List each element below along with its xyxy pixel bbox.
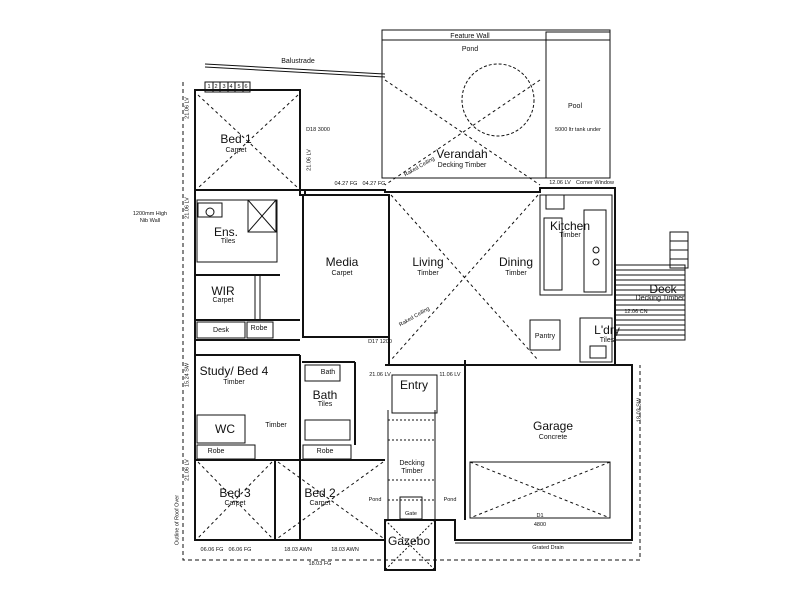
dim-w5: 06.06 FG [228, 547, 252, 553]
room-garage-finish: Concrete [538, 434, 568, 441]
balustrade-label: Balustrade [281, 58, 315, 65]
room-ens-name: Ens. [213, 225, 239, 239]
grated-drain-label: Grated Drain [532, 545, 564, 551]
room-bath-tub: Bath [320, 369, 336, 376]
room-bed3-name: Bed 3 [219, 486, 251, 500]
room-ldry-name: L'dry [594, 323, 620, 337]
room-media-finish: Carpet [331, 270, 353, 277]
garage-width-label: 4800 [533, 522, 547, 528]
room-bed1-name: Bed 1 [220, 132, 252, 146]
stair-4: 4 [229, 84, 233, 90]
room-robe-top: Robe [250, 325, 268, 332]
dim-w7: 18.03 FG [308, 561, 332, 567]
dim-w4: 18.03 AWN [331, 547, 359, 553]
dim-w16: 21.06 LV [184, 97, 191, 119]
dim-w22: 12.06 CN [624, 309, 648, 315]
room-deck-name: Deck [649, 282, 677, 296]
pond-top-label: Pond [461, 46, 479, 53]
room-entry: Entry [399, 378, 429, 392]
room-living-name: Living [412, 255, 444, 269]
room-verandah-finish: Decking Timber [437, 162, 487, 169]
dim-w2: 21.06 LV [369, 372, 391, 378]
room-wir-finish: Carpet [212, 297, 234, 304]
room-bath-name: Bath [312, 388, 338, 402]
room-dining-name: Dining [498, 255, 534, 269]
nib-wall-line-2: Nib Wall [139, 218, 161, 224]
dim-w1: 11.06 LV [439, 372, 461, 378]
dim-w19: 04.27 FG [362, 181, 386, 187]
room-robe-right: Robe [316, 448, 334, 455]
nib-wall-line-1: 1200mm High [132, 211, 168, 217]
room-bed2-name: Bed 2 [304, 486, 336, 500]
room-living-finish: Timber [417, 270, 439, 277]
dim-w6: 06.06 FG [200, 547, 224, 553]
room-desk: Desk [213, 327, 229, 334]
stair-5: 5 [237, 84, 241, 90]
room-bed3-finish: Carpet [224, 500, 246, 507]
roof-outline-note: Outline of Roof Over [174, 494, 181, 546]
dim-w18: 04.27 FG [334, 181, 358, 187]
dim-w10: 21.06 LV [184, 459, 191, 481]
dim-w3: 18.03 AWN [284, 547, 312, 553]
room-robe-left: Robe [207, 448, 225, 455]
room-wc: WC [215, 422, 235, 436]
room-deck-finish: Decking Timber [635, 295, 685, 302]
pond-left-label: Pond [368, 497, 382, 503]
pool-label: Pool [567, 103, 583, 110]
room-verandah-name: Verandah [436, 147, 488, 161]
dim-w15: 21.06 LV [184, 197, 191, 219]
dim-w23: 18.03 SW [636, 397, 643, 423]
stair-6: 6 [244, 84, 248, 90]
pool-outline [545, 31, 611, 179]
dim-corner-window: Corner Window [576, 180, 614, 186]
dim-d1: D1 [536, 513, 544, 519]
dim-d17: D17 1200 [368, 339, 392, 345]
room-study-finish: Timber [223, 379, 245, 386]
garage-door [469, 461, 611, 519]
deck-outline [614, 264, 686, 341]
stair-3: 3 [222, 84, 226, 90]
pond-right-label: Pond [443, 497, 457, 503]
room-gazebo: Gazebo [387, 534, 431, 548]
room-study-name: Study/ Bed 4 [199, 364, 269, 378]
dim-w20: 12.06 LV [549, 180, 571, 186]
dim-d18: D18 3000 [306, 127, 330, 133]
room-wir-name: WIR [211, 284, 235, 298]
room-kitchen-finish: Timber [559, 232, 581, 239]
pond-circle [461, 63, 535, 137]
room-bed2-finish: Carpet [309, 500, 331, 507]
stair-1: 1 [207, 84, 211, 90]
room-ens-finish: Tiles [220, 238, 236, 245]
room-pantry: Pantry [534, 333, 556, 340]
room-kitchen-name: Kitchen [549, 219, 591, 233]
room-bed1-finish: Carpet [225, 147, 247, 154]
stair-2: 2 [214, 84, 218, 90]
gazebo-outline [384, 519, 436, 571]
decking-path-line-1: Decking [399, 460, 425, 467]
pool-note: 5000 ltr tank under [555, 127, 601, 133]
feature-wall-label: Feature Wall [450, 33, 490, 40]
room-garage-name: Garage [532, 419, 574, 433]
room-hall-timber: Timber [265, 422, 287, 429]
room-dining-finish: Timber [505, 270, 527, 277]
gate-label: Gate [405, 511, 417, 517]
room-bath-finish: Tiles [317, 401, 333, 408]
decking-path-line-2: Timber [401, 468, 423, 475]
dim-w17: 21.06 LV [306, 149, 313, 171]
room-media-name: Media [325, 255, 359, 269]
dim-w12: 15.24 SW [184, 362, 191, 388]
room-ldry-finish: Tiles [599, 337, 615, 344]
